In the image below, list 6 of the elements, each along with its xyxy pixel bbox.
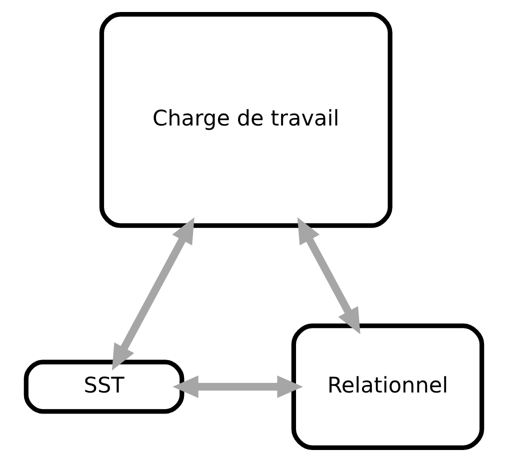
node-box: Relationnel: [291, 324, 484, 450]
arrow: [172, 375, 304, 398]
arrow: [297, 217, 360, 334]
node-box: SST: [24, 360, 184, 414]
arrow: [112, 217, 194, 370]
node-box: Charge de travail: [99, 12, 392, 228]
